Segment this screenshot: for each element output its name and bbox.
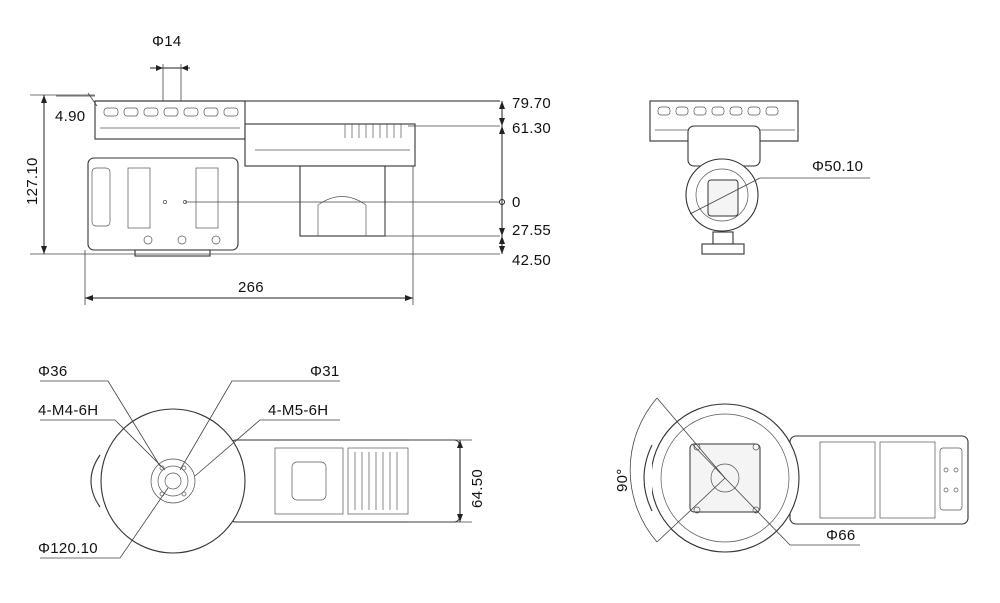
arm-mount: [299, 165, 386, 237]
motor-fin-block: [94, 100, 246, 140]
dim-4-m4-6h: 4-M4-6H: [38, 402, 98, 419]
dim-79-70: 79.70: [512, 95, 551, 112]
connector: [707, 179, 739, 217]
front-view: [649, 100, 870, 255]
dim-phi31: Φ31: [310, 363, 340, 380]
dim-phi120-10: Φ120.10: [38, 540, 98, 557]
prop-disk: [100, 408, 246, 554]
dim-phi50-10: Φ50.10: [812, 158, 863, 175]
top-side-bracket: [643, 444, 653, 512]
front-stem: [712, 231, 734, 245]
dim-90-deg: 90°: [614, 468, 631, 492]
dim-phi36: Φ36: [38, 363, 68, 380]
side-bracket: [90, 454, 101, 508]
dim-4-m5-6h: 4-M5-6H: [268, 402, 328, 419]
side-view: [30, 64, 505, 305]
dim-61-30: 61.30: [512, 120, 551, 137]
base-foot: [134, 249, 211, 257]
dim-phi14: Φ14: [152, 33, 182, 50]
dim-27-55: 27.55: [512, 222, 551, 239]
top-view: [629, 397, 969, 553]
dim-64-50: 64.50: [469, 469, 486, 508]
dim-266: 266: [238, 279, 264, 296]
top-arm-body: [789, 435, 969, 525]
arm-body: [229, 439, 461, 523]
esc-body: [244, 123, 416, 167]
bottom-view: [40, 380, 472, 559]
dim-phi66: Φ66: [826, 527, 856, 544]
front-foot: [701, 243, 745, 255]
dim-0: 0: [512, 194, 521, 211]
dim-42-50: 42.50: [512, 252, 551, 269]
dim-127-10: 127.10: [24, 157, 41, 205]
dim-4-90: 4.90: [55, 108, 85, 125]
